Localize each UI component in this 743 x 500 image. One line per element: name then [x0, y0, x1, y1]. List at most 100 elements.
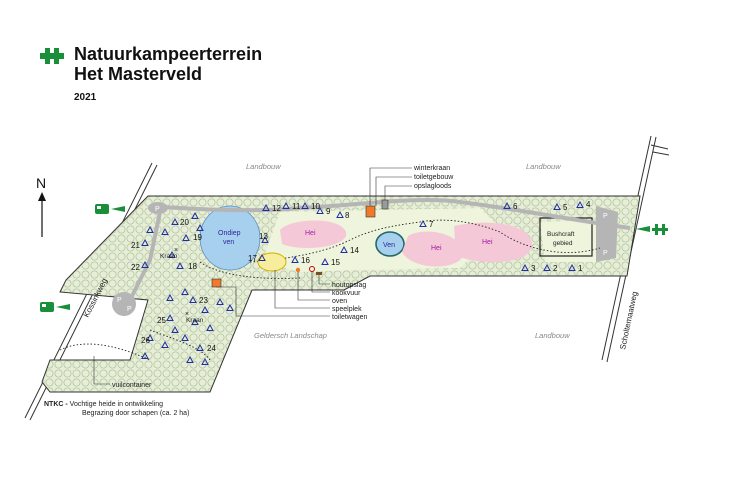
page-title-line1: Natuurkampeerterrein	[74, 44, 263, 64]
ven-pond	[375, 231, 405, 257]
caravan-entrance-icon	[95, 204, 125, 214]
tent-icon	[262, 203, 270, 211]
speelplek-area	[257, 252, 287, 272]
compass-label: N	[36, 175, 46, 191]
pitch-number: 23	[199, 296, 208, 305]
hei-area-2	[402, 231, 464, 267]
callout-kookvuur: kookvuur	[332, 290, 361, 297]
area-label-landbouw-ne: Landbouw	[526, 162, 561, 171]
pitch-number: 9	[326, 207, 331, 216]
pitch-number: 5	[563, 203, 568, 212]
tent-icon	[141, 238, 149, 246]
tent-icon	[181, 333, 189, 341]
area-label-landbouw-nw: Landbouw	[246, 162, 281, 171]
tap-marker-icon: ×	[185, 311, 189, 318]
tent-icon	[543, 263, 551, 271]
tent-icon	[226, 303, 234, 311]
callout-toiletgebouw: toiletgebouw	[414, 174, 454, 181]
tent-icon	[521, 263, 529, 271]
tent-icon	[141, 351, 149, 359]
callout-vuilcontainer: vuilcontainer	[112, 382, 152, 389]
heath-label-2: Hei	[431, 245, 442, 252]
pitch-number: 15	[331, 258, 340, 267]
tent-icon	[161, 340, 169, 348]
pitch-number: 6	[513, 202, 518, 211]
pitch-number: 1	[578, 264, 583, 273]
toiletwagen-building	[211, 278, 222, 288]
bushcraft-label-line1: Bushcraft	[547, 231, 575, 238]
walker-entrance-icon	[636, 224, 668, 235]
parking-label: P	[127, 306, 132, 313]
tent-icon	[196, 343, 204, 351]
tent-icon	[161, 227, 169, 235]
tent-icon	[316, 206, 324, 214]
page-title-line2: Het Masterveld	[74, 64, 203, 84]
tent-icon	[166, 313, 174, 321]
tent-icon	[196, 223, 204, 231]
tent-icon	[340, 245, 348, 253]
tent-icon	[568, 263, 576, 271]
kookvuur-marker	[309, 266, 315, 272]
internal-roads	[128, 197, 631, 301]
tent-icon	[171, 325, 179, 333]
heath-label-3: Hei	[482, 239, 493, 246]
north-arrow-icon	[38, 192, 46, 237]
tent-markers	[141, 200, 584, 365]
houtopslag-marker	[316, 272, 322, 275]
tent-icon	[201, 305, 209, 313]
tent-icon	[576, 200, 584, 208]
tent-icon	[141, 260, 149, 268]
callout-oven: oven	[332, 298, 347, 305]
pitch-number: 25	[157, 316, 166, 325]
tent-icon	[258, 253, 266, 261]
pitch-number: 4	[586, 200, 591, 209]
tent-icon	[216, 297, 224, 305]
pitch-number: 21	[131, 241, 140, 250]
tent-icon	[201, 357, 209, 365]
tent-icon	[191, 211, 199, 219]
parking-label: P	[155, 206, 160, 213]
tent-icon	[336, 210, 344, 218]
pitch-number: 19	[193, 233, 202, 242]
pitch-number: 16	[301, 256, 310, 265]
tent-icon	[321, 257, 329, 265]
ondiep-ven-lake	[199, 205, 261, 271]
callout-opslagloods: opslagloods	[414, 183, 452, 190]
tent-icon	[261, 235, 269, 243]
tent-icon	[191, 317, 199, 325]
tent-icon	[282, 201, 290, 209]
note-line1: NTKC - Vochtige heide in ontwikkeling	[44, 401, 163, 408]
pitch-number: 20	[180, 218, 189, 227]
pitch-number: 14	[350, 246, 359, 255]
entrance-icons	[40, 204, 668, 312]
hei-area-3	[454, 222, 533, 263]
pitch-number: 12	[272, 204, 281, 213]
callout-lines	[93, 167, 412, 385]
tent-icon	[166, 293, 174, 301]
tent-icon	[181, 287, 189, 295]
tent-icon	[146, 225, 154, 233]
oven-marker	[295, 267, 301, 273]
tent-icon	[503, 201, 511, 209]
road-label-scholtemaatweg: Scholtemaatweg	[618, 291, 639, 351]
lake-label-ondiep: Ondiep	[218, 230, 241, 237]
pitch-number: 8	[345, 211, 350, 220]
tent-icon	[168, 250, 176, 258]
tap-marker-icon: ×	[174, 247, 178, 254]
bushcraft-label-line2: gebied	[553, 240, 573, 247]
pitch-number: 26	[141, 336, 150, 345]
pitch-number: 17	[248, 254, 257, 263]
callout-winterkraan: winterkraan	[413, 165, 450, 172]
tent-icon	[553, 202, 561, 210]
caravan-entrance-icon	[40, 302, 70, 312]
tent-icon	[419, 219, 427, 227]
callout-speelplek: speelplek	[332, 306, 362, 313]
pitch-number: 24	[207, 344, 216, 353]
tent-icon	[182, 233, 190, 241]
pitch-number: 22	[131, 263, 140, 272]
tent-icon	[291, 255, 299, 263]
pond-label-ven: Ven	[383, 242, 395, 249]
lake-label-ven-word: ven	[223, 239, 234, 246]
tent-icon	[186, 355, 194, 363]
